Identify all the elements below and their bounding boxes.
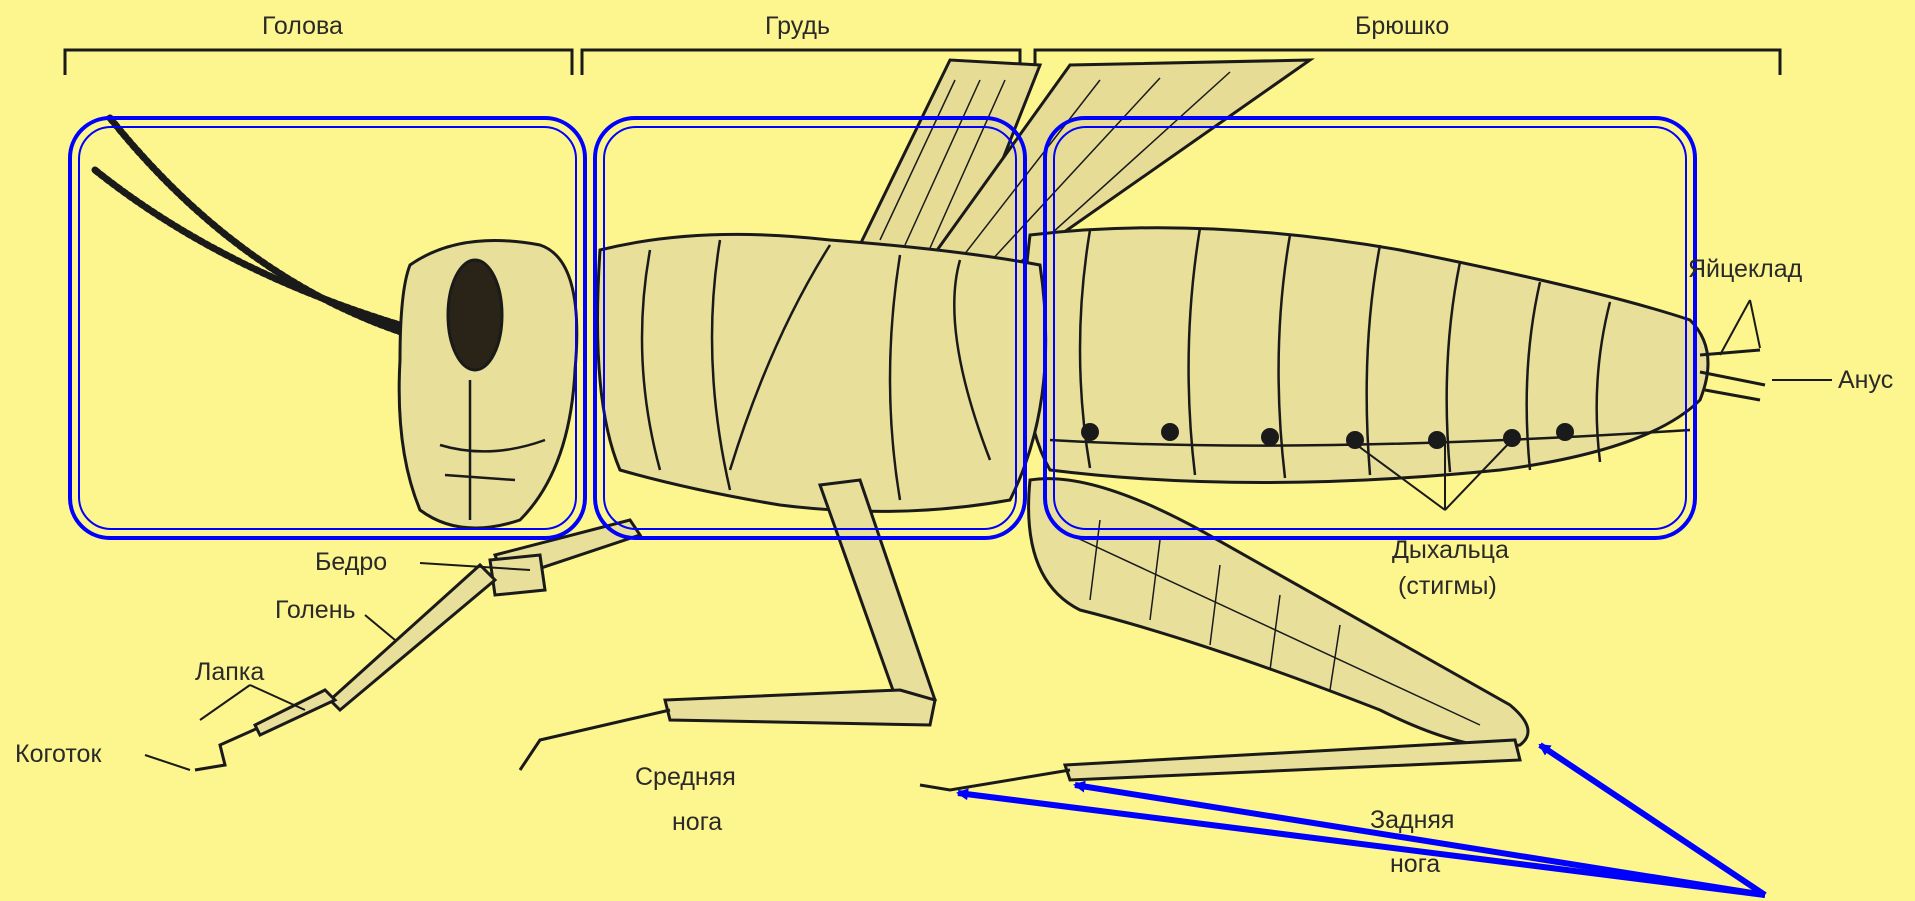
ovipositor-tips [1700,350,1765,400]
label-tarsus: Лапка [195,660,264,685]
abdomen-body [1023,228,1765,483]
antennae [95,118,410,335]
label-femur: Бедро [315,550,387,575]
label-hind-leg-line2: нога [1390,852,1440,877]
head-bracket [65,50,572,75]
antenna-upper [110,118,410,335]
label-middle-leg-line1: Средняя [635,765,736,790]
tibia-pointer [365,615,395,640]
head-body [399,241,577,529]
thorax-body [598,234,1046,511]
label-tibia: Голень [275,598,356,623]
ovipositor-pointer [1720,300,1760,355]
claw-pointer [145,755,190,770]
section-label-thorax: Грудь [765,14,830,39]
section-label-head: Голова [262,14,343,39]
label-hind-leg-line1: Задняя [1370,808,1454,833]
label-middle-leg-line2: нога [672,810,722,835]
section-label-abdomen: Брюшко [1355,14,1449,39]
hind-leg [920,479,1528,790]
arrow-to-tibia-end [1075,785,1765,895]
label-spiracles-line1: Дыхальца [1392,538,1509,563]
middle-leg [520,480,935,770]
arrow-to-tarsus [958,793,1765,895]
label-spiracles-line2: (стигмы) [1398,574,1497,599]
label-ovipositor: Яйцеклад [1688,257,1802,282]
label-anus: Анус [1838,368,1893,393]
label-claw: Коготок [15,742,101,767]
section-brackets [65,50,1780,75]
compound-eye [448,260,502,370]
